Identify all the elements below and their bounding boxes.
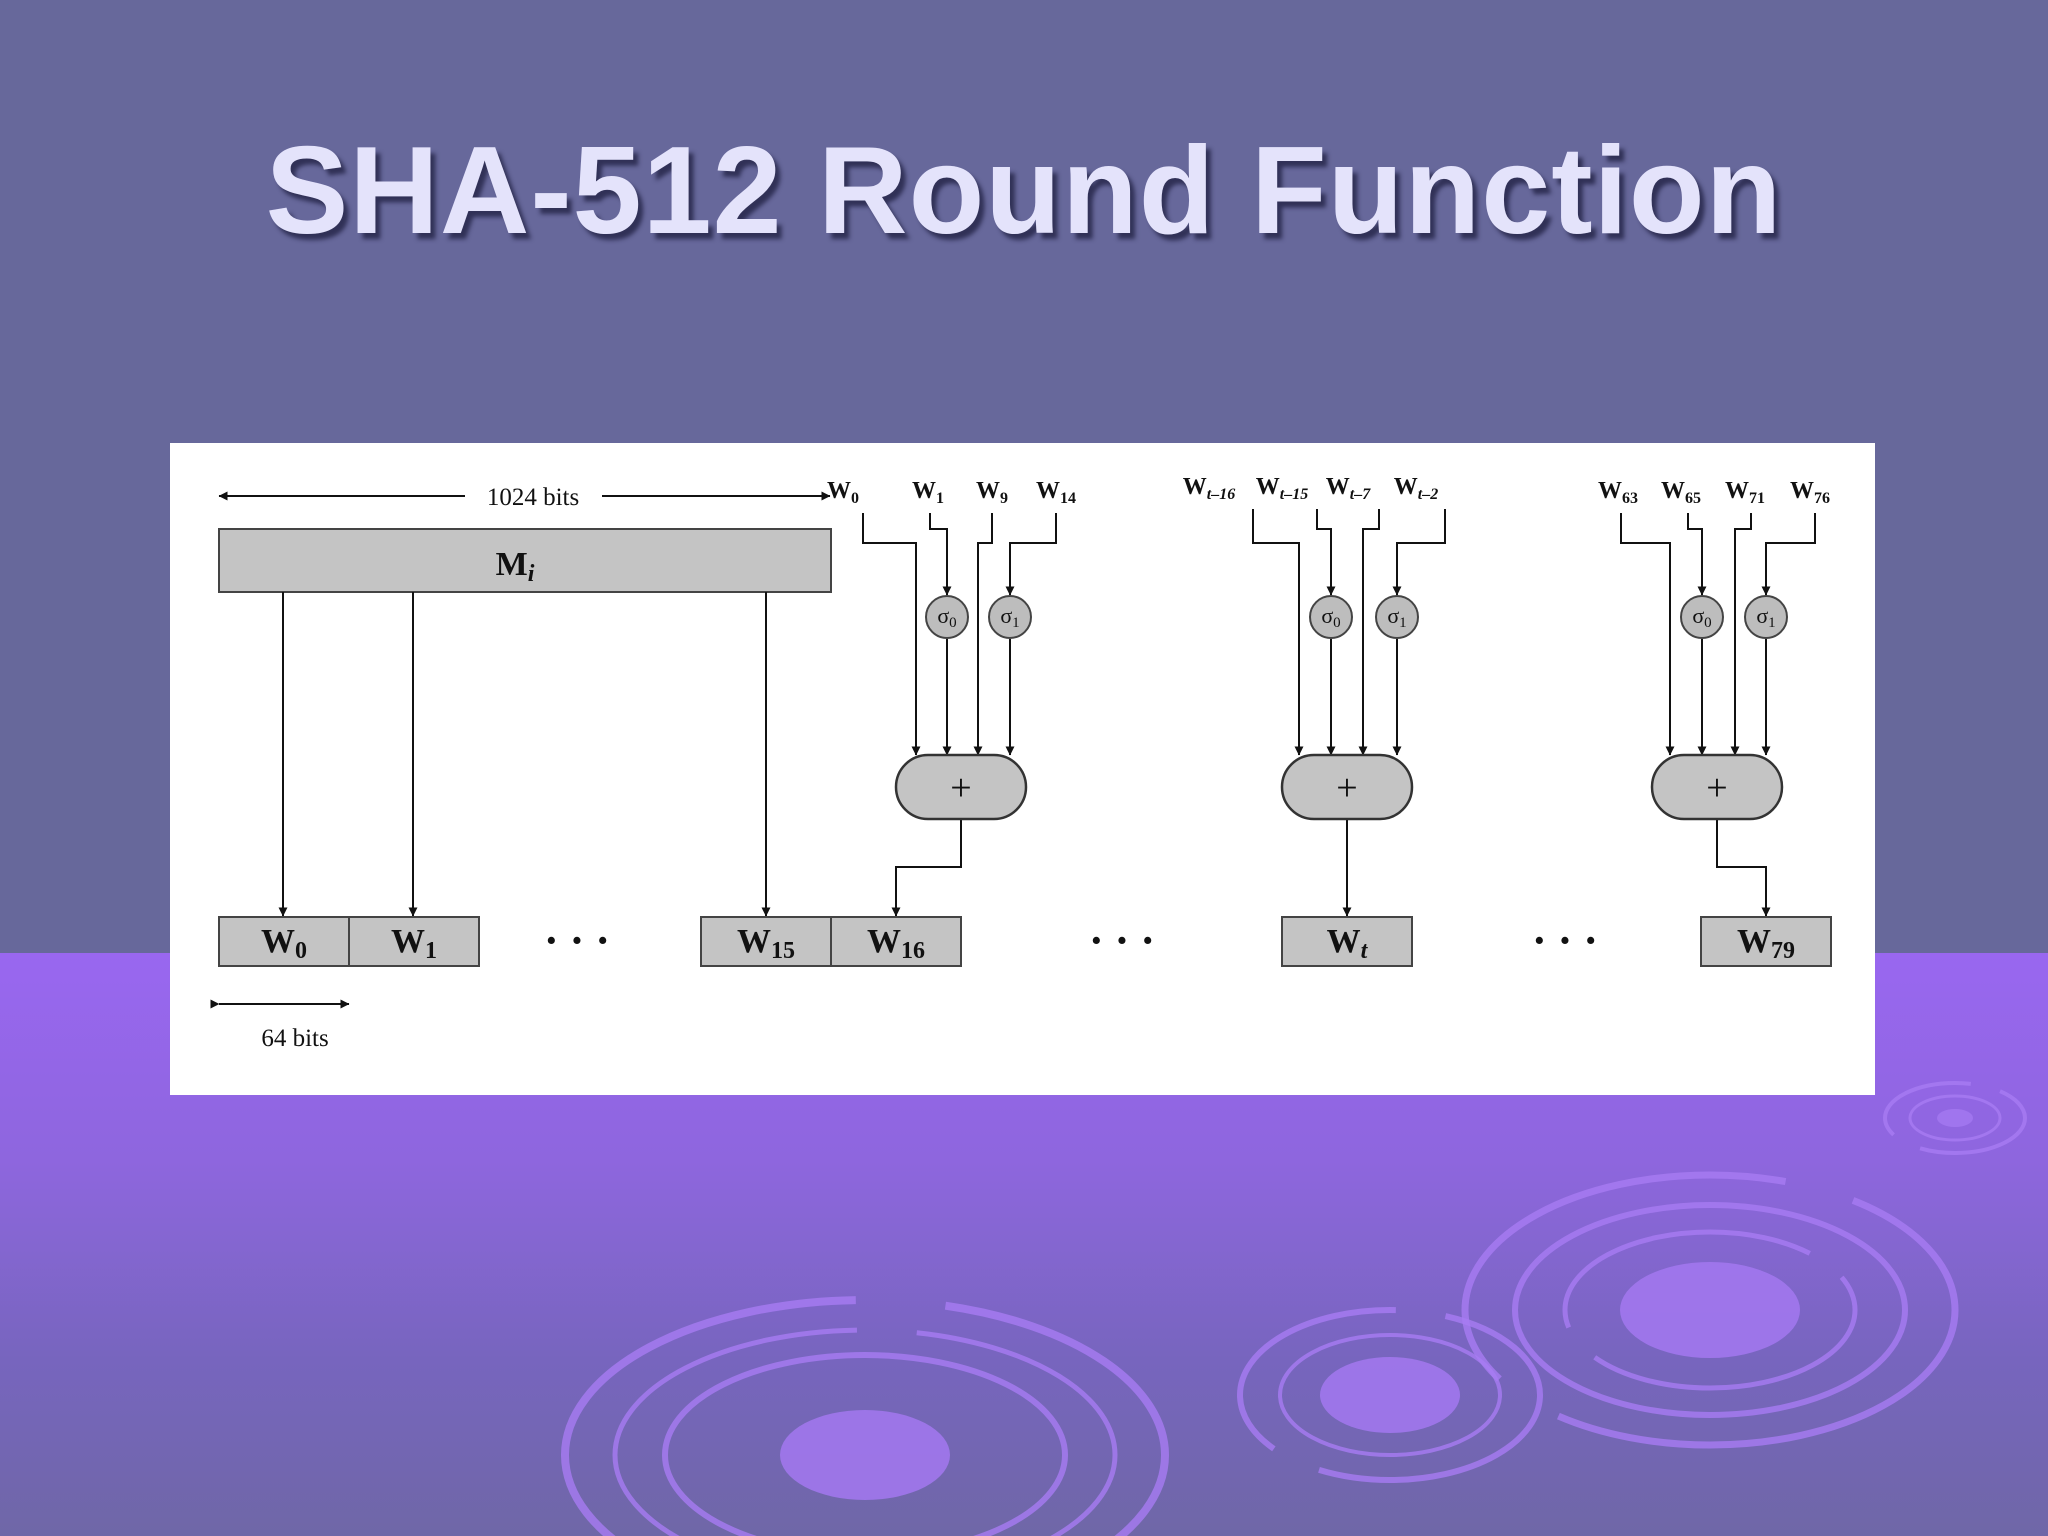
schedule-group-3: W63 W65 W71 W76 σ0 σ1 + [1598, 478, 1830, 917]
message-block-label: Mi [496, 546, 535, 587]
group2-sigma1-node [1375, 595, 1419, 639]
word-label-w16: W16 [867, 923, 925, 964]
group1-input-4: W14 [1036, 478, 1076, 507]
block-width-label: 1024 bits [487, 484, 579, 511]
group1-adder [894, 753, 1028, 821]
schedule-group-1: W0 W1 W9 W14 σ0 σ1 + [827, 478, 1076, 917]
group1-wire-1 [862, 513, 921, 756]
word-width-label: 64 bits [261, 1025, 328, 1052]
group3-wire-1 [1620, 513, 1675, 756]
group3-input-2: W65 [1661, 478, 1701, 507]
ellipsis-2: · · · [1089, 916, 1155, 965]
group2-sigma0-node [1309, 595, 1353, 639]
group2-wire-4 [1392, 509, 1446, 596]
group3-adder-symbol: + [1706, 767, 1727, 809]
group1-wire-3 [973, 513, 993, 756]
ellipsis-1: · · · [544, 916, 610, 965]
group3-sigma1-label: σ1 [1756, 603, 1775, 631]
word-cell-w16 [830, 916, 962, 967]
diagram-figure: 1024 bits Mi W0 W1 W9 W14 [170, 443, 1875, 1095]
group3-wire-4 [1761, 513, 1816, 596]
word-cell-w0 [218, 916, 350, 967]
group3-adder [1650, 753, 1784, 821]
group1-input-3: W9 [976, 478, 1008, 507]
word-cell-w15 [700, 916, 832, 967]
word-label-w1: W1 [391, 923, 437, 964]
group2-input-4: Wt–2 [1394, 474, 1438, 503]
group3-input-4: W76 [1790, 478, 1830, 507]
group2-wire-1 [1252, 509, 1304, 756]
word-label-w0: W0 [261, 923, 307, 964]
group1-sigma1-label: σ1 [1000, 603, 1019, 631]
word-cell-wt [1281, 916, 1413, 967]
group1-sigma0-label: σ0 [937, 603, 956, 631]
word-cell-w79 [1700, 916, 1832, 967]
group2-sigma1-label: σ1 [1387, 603, 1406, 631]
schedule-group-2: Wt–16 Wt–15 Wt–7 Wt–2 σ0 σ1 + [1183, 474, 1446, 917]
group3-sigma0-node [1680, 595, 1724, 639]
group1-input-2: W1 [912, 478, 944, 507]
group3-wire-2 [1687, 513, 1707, 596]
word-label-w15: W15 [737, 923, 795, 964]
group2-wire-3 [1358, 509, 1380, 756]
group3-sigma1-node [1744, 595, 1788, 639]
group2-input-2: Wt–15 [1256, 474, 1308, 503]
group3-wire-3 [1730, 513, 1752, 756]
ellipsis-3: · · · [1532, 916, 1598, 965]
group1-sigma0-node [925, 595, 969, 639]
group1-adder-symbol: + [950, 767, 971, 809]
group3-input-3: W71 [1725, 478, 1765, 507]
group1-sum-to-w16 [891, 819, 962, 917]
group3-sum-to-w79 [1716, 819, 1771, 917]
group1-sigma1-node [988, 595, 1032, 639]
group1-input-1: W0 [827, 478, 859, 507]
group2-input-1: Wt–16 [1183, 474, 1235, 503]
group1-wire-4 [1005, 513, 1057, 596]
group2-adder [1280, 753, 1414, 821]
group1-wire-2 [929, 513, 952, 596]
group2-sigma0-label: σ0 [1321, 603, 1340, 631]
word-label-wt: Wt [1327, 923, 1369, 964]
group3-input-1: W63 [1598, 478, 1638, 507]
message-block [218, 528, 832, 593]
word-row: W0 W1 · · · W15 W16 · · · Wt · · · W79 [218, 916, 1832, 967]
word-label-w79: W79 [1737, 923, 1795, 964]
word-cell-w1 [348, 916, 480, 967]
slide-title: SHA-512 Round Function [265, 122, 1783, 260]
group2-input-3: Wt–7 [1326, 474, 1371, 503]
group2-adder-symbol: + [1336, 767, 1357, 809]
group3-sigma0-label: σ0 [1692, 603, 1711, 631]
group2-wire-2 [1316, 509, 1336, 596]
sha512-message-schedule-diagram: 1024 bits Mi W0 W1 W9 W14 [210, 474, 1832, 1052]
